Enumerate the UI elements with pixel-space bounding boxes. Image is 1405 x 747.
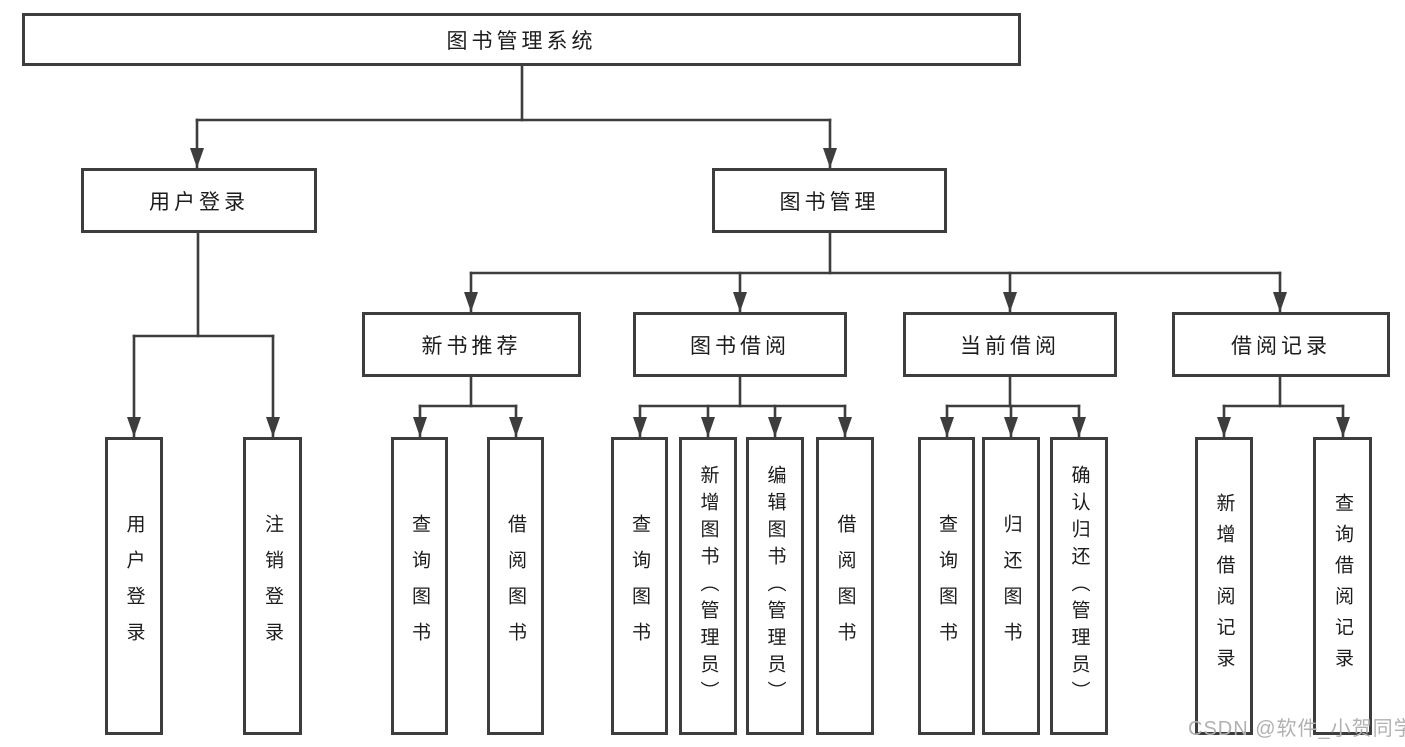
leaf-query-books-current: 查询图书 bbox=[918, 437, 975, 735]
leaf-borrow-books-borrowing: 借阅图书 bbox=[816, 437, 874, 735]
leaf-label: 借阅图书 bbox=[834, 514, 856, 658]
leaf-return-book: 归还图书 bbox=[982, 437, 1040, 735]
csdn-watermark: CSDN @软件_小贺同学 bbox=[1188, 718, 1405, 740]
node-label: 图书借阅 bbox=[690, 334, 790, 358]
leaf-label: 查询图书 bbox=[629, 514, 650, 658]
leaf-label: 查询图书 bbox=[936, 514, 957, 658]
node-current-borrowing: 当前借阅 bbox=[903, 312, 1117, 377]
leaf-label: 新增图书（管理员） bbox=[697, 464, 719, 708]
leaf-label: 归还图书 bbox=[1000, 514, 1022, 658]
node-label: 用户登录 bbox=[149, 190, 249, 214]
leaf-label: 新增借阅记录 bbox=[1213, 493, 1235, 679]
node-label: 图书管理 bbox=[779, 190, 880, 214]
node-new-book-recommendation: 新书推荐 bbox=[362, 312, 581, 377]
node-label: 当前借阅 bbox=[960, 334, 1060, 358]
leaf-label: 确认归还（管理员） bbox=[1068, 464, 1090, 708]
node-book-borrowing: 图书借阅 bbox=[633, 312, 847, 377]
node-label: 图书管理系统 bbox=[446, 29, 597, 53]
node-book-management: 图书管理 bbox=[712, 168, 947, 233]
leaf-label: 用户登录 bbox=[123, 514, 145, 658]
node-label: 新书推荐 bbox=[421, 334, 522, 358]
node-user-login: 用户登录 bbox=[81, 168, 317, 233]
node-label: 借阅记录 bbox=[1231, 334, 1331, 358]
leaf-user-login: 用户登录 bbox=[105, 437, 163, 735]
leaf-label: 借阅图书 bbox=[505, 514, 526, 658]
leaf-query-borrow-record: 查询借阅记录 bbox=[1313, 437, 1372, 735]
leaf-query-books-recommend: 查询图书 bbox=[391, 437, 448, 735]
leaf-add-book-admin: 新增图书（管理员） bbox=[679, 437, 737, 735]
leaf-borrow-books-recommend: 借阅图书 bbox=[487, 437, 544, 735]
leaf-logout: 注销登录 bbox=[243, 437, 302, 735]
leaf-label: 注销登录 bbox=[262, 514, 283, 658]
leaf-edit-book-admin: 编辑图书（管理员） bbox=[746, 437, 804, 735]
node-root-library-system: 图书管理系统 bbox=[22, 13, 1021, 66]
leaf-add-borrow-record: 新增借阅记录 bbox=[1195, 437, 1253, 735]
leaf-label: 查询图书 bbox=[409, 514, 430, 658]
node-borrowing-records: 借阅记录 bbox=[1172, 312, 1390, 377]
leaf-label: 查询借阅记录 bbox=[1332, 493, 1353, 679]
leaf-label: 编辑图书（管理员） bbox=[764, 464, 786, 708]
leaf-confirm-return-admin: 确认归还（管理员） bbox=[1050, 437, 1108, 735]
leaf-query-books-borrowing: 查询图书 bbox=[611, 437, 668, 735]
